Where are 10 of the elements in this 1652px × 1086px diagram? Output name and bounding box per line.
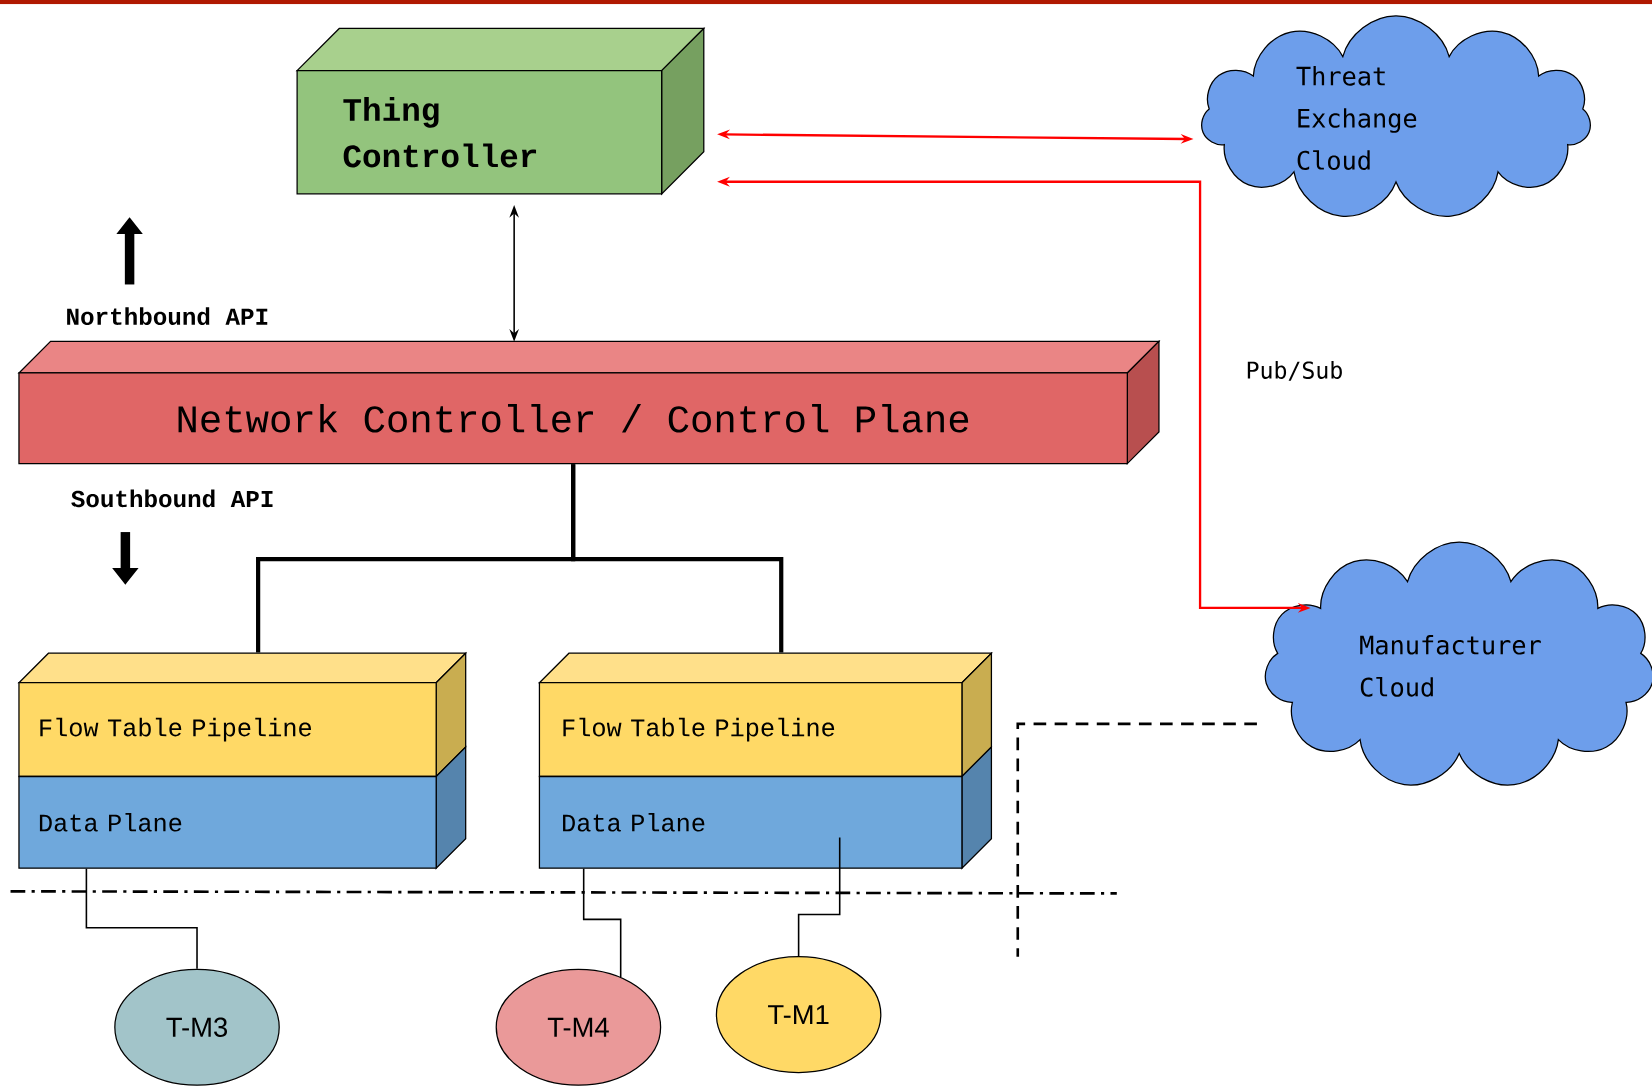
- ellipse-node: T-M3: [114, 968, 280, 1086]
- connector: [582, 867, 622, 978]
- edge-label: Pub/Sub: [1247, 360, 1342, 381]
- connector: [797, 836, 841, 957]
- api-label: Southbound API: [71, 489, 273, 508]
- ellipse-node: T-M4: [495, 968, 662, 1086]
- ellipse-node: T-M1: [715, 955, 882, 1074]
- connector: [571, 464, 784, 653]
- connector: [85, 867, 198, 970]
- api-label: Northbound API: [67, 307, 268, 325]
